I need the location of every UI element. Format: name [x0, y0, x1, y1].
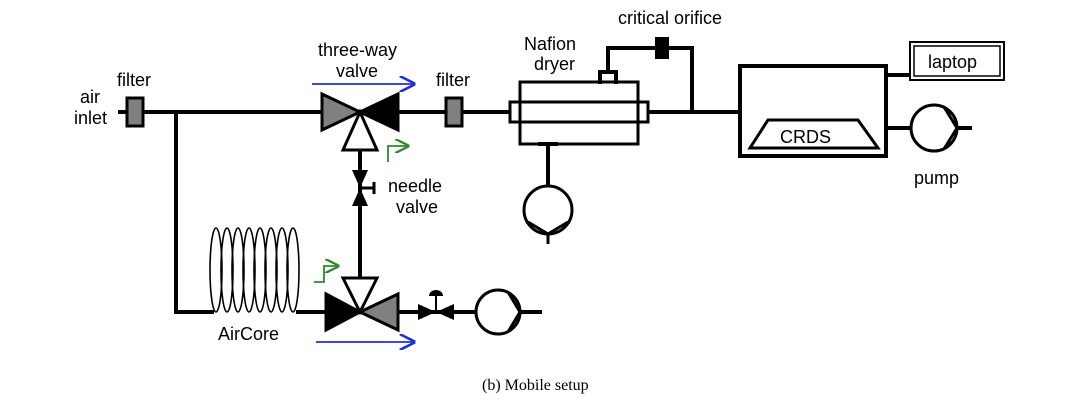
- switch-arrow-bottom: [314, 266, 338, 283]
- nafion-dryer-label-line2: dryer: [534, 54, 575, 74]
- air-inlet-label-line1: air: [80, 87, 100, 107]
- laptop-icon: [909, 41, 1005, 81]
- filter-right-icon: [444, 96, 464, 128]
- three-way-valve-label-line2: valve: [336, 61, 378, 81]
- dryer-pump-icon: [522, 184, 574, 244]
- shutoff-valve-icon: [418, 290, 454, 320]
- nafion-dryer-icon: [508, 80, 650, 146]
- three-way-valve-bottom-icon: [324, 276, 400, 333]
- critical-orifice-label: critical orifice: [618, 8, 722, 28]
- crds-pump-icon: [909, 103, 972, 153]
- air-inlet-label-line2: inlet: [74, 108, 107, 128]
- figure-caption: (b) Mobile setup: [482, 377, 589, 394]
- aircore-coil-icon: [209, 227, 300, 313]
- filter-left-label: filter: [117, 70, 151, 90]
- bottom-pump-icon: [474, 288, 522, 336]
- needle-valve-icon: [352, 170, 376, 206]
- three-way-valve-label-line1: three-way: [318, 40, 397, 60]
- crds-analyzer-icon: [738, 64, 888, 158]
- crds-label: CRDS: [780, 127, 831, 147]
- pump-label: pump: [914, 168, 959, 188]
- aircore-label: AirCore: [218, 324, 279, 344]
- filter-right-label: filter: [436, 70, 470, 90]
- three-way-valve-top-icon: [320, 91, 400, 152]
- pipework: [118, 46, 912, 314]
- critical-orifice-icon: [655, 37, 669, 59]
- switch-arrow-top: [387, 146, 408, 162]
- laptop-label: laptop: [928, 52, 977, 72]
- needle-valve-label-line1: needle: [388, 176, 442, 196]
- nafion-dryer-label-line1: Nafion: [524, 34, 576, 54]
- needle-valve-label-line2: valve: [396, 197, 438, 217]
- filter-left-icon: [125, 96, 145, 128]
